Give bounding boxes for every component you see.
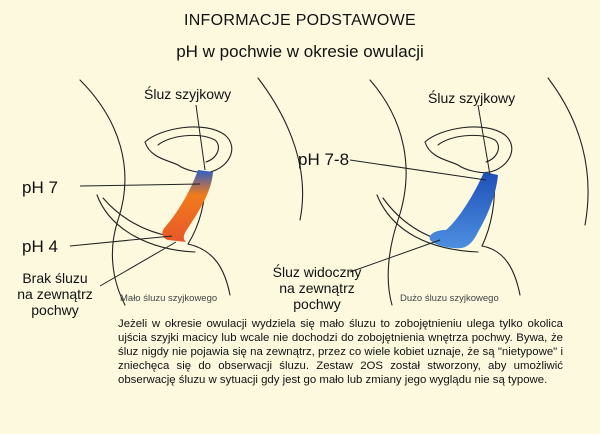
right-ph-label: pH 7-8 <box>298 150 350 169</box>
description-paragraph: Jeżeli w okresie owulacji wydziela się m… <box>118 318 563 386</box>
page-title: INFORMACJE PODSTAWOWE <box>183 12 417 29</box>
left-ph7-label: pH 7 <box>22 178 58 197</box>
left-ph4-pointer <box>69 235 173 247</box>
left-cervix-pointer <box>195 104 206 171</box>
left-cervix-label: Śluz szyjkowy <box>144 86 232 102</box>
right-back-contour <box>547 77 589 226</box>
left-no-mucus-line-2: na zewnątrz <box>17 286 93 302</box>
left-canal-wall <box>102 197 171 237</box>
right-visible-mucus-label: Śluz widoczny na zewnątrz pochwy <box>262 264 372 312</box>
right-buttock <box>481 245 521 296</box>
right-outer-wall <box>376 194 479 253</box>
left-ph7-pointer <box>79 183 201 187</box>
right-uterus <box>424 126 513 174</box>
right-body-contour <box>369 79 407 306</box>
left-no-mucus-line-3: pochwy <box>31 302 79 318</box>
right-cervix-pointer <box>477 104 491 176</box>
left-back-contour <box>257 77 304 221</box>
right-visible-line-3: pochwy <box>293 296 341 312</box>
left-no-mucus-line-1: Brak śluzu <box>22 270 88 286</box>
left-no-mucus-pointer <box>99 241 177 287</box>
left-ph4-label: pH 4 <box>22 237 58 256</box>
left-buttock <box>187 243 231 296</box>
right-uterus-inner <box>437 134 499 163</box>
right-visible-pointer <box>349 239 441 273</box>
page-subtitle: pH w pochwie w okresie owulacji <box>176 42 424 61</box>
left-caption: Mało śluzu szyjkowego <box>120 293 218 304</box>
right-mucus-channel <box>429 172 498 249</box>
left-mucus-channel <box>162 170 213 242</box>
right-visible-line-1: Śluz widoczny <box>272 264 362 280</box>
right-caption: Dużo śluzu szyjkowego <box>400 293 499 304</box>
right-cervix-label: Śluz szyjkowy <box>428 90 516 106</box>
left-no-mucus-label: Brak śluzu na zewnątrz pochwy <box>5 270 105 318</box>
right-ph-pointer <box>349 159 487 181</box>
left-outer-wall <box>96 194 196 253</box>
right-visible-line-2: na zewnątrz <box>279 280 355 296</box>
left-uterus-inner <box>157 134 219 163</box>
